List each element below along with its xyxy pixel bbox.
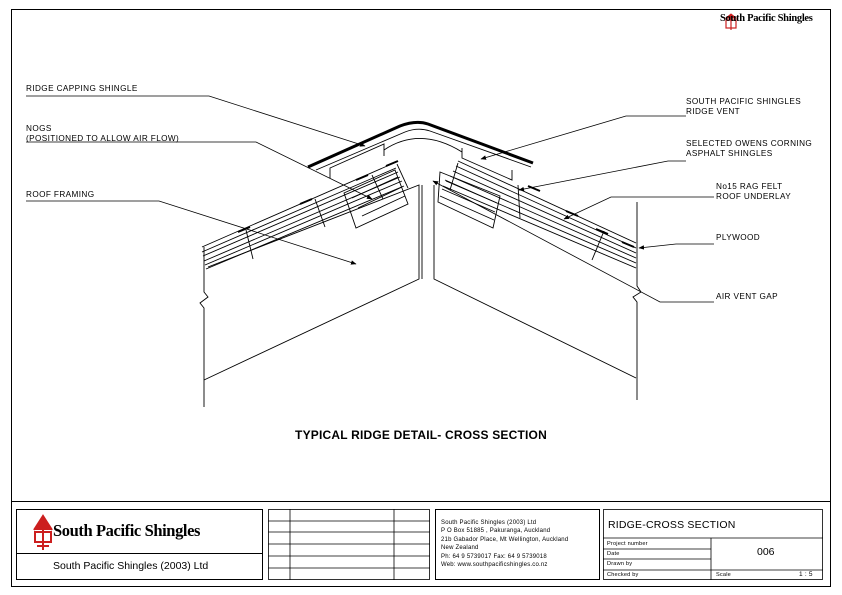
label-asphalt-shingles: SELECTED OWENS CORNING ASPHALT SHINGLES	[686, 139, 812, 159]
label-roof-framing: ROOF FRAMING	[26, 190, 95, 199]
scale-value: 1 : 5	[799, 571, 813, 578]
header-logo-mark	[724, 13, 738, 30]
right-rafter	[433, 185, 637, 379]
drawing-number: 006	[757, 546, 775, 558]
ridge-vent	[329, 143, 513, 181]
leader-ridge-capping	[26, 95, 366, 147]
address-line: 21b Gabador Place, Mt Wellington, Auckla…	[441, 536, 569, 543]
drawing-name: RIDGE-CROSS SECTION	[608, 519, 736, 531]
drawing-frame	[11, 9, 831, 587]
label-nogs: NOGS (POSITIONED TO ALLOW AIR FLOW)	[26, 124, 179, 144]
address-line: South Pacific Shingles (2003) Ltd	[441, 520, 537, 526]
label-felt-line2: ROOF UNDERLAY	[716, 192, 792, 201]
label-asphalt-line2: ASPHALT SHINGLES	[686, 149, 773, 158]
company-address: South Pacific Shingles (2003) Ltd P O Bo…	[441, 519, 568, 569]
label-asphalt-line1: SELECTED OWENS CORNING	[686, 139, 813, 148]
title-block	[11, 501, 831, 587]
field-drawn-by: Drawn by	[607, 561, 633, 567]
company-name: South Pacific Shingles (2003) Ltd	[53, 560, 209, 572]
right-roof-layers	[442, 160, 637, 269]
leader-asphalt	[518, 160, 686, 192]
left-nails	[245, 163, 409, 260]
address-line: New Zealand	[441, 545, 479, 552]
label-plywood: PLYWOOD	[716, 233, 761, 242]
leader-plywood	[638, 243, 714, 250]
titleblock-logo-text: South Pacific Shingles	[53, 521, 201, 540]
address-cell	[435, 509, 600, 580]
address-line: Ph: 64 9 5739017 Fax: 64 9 5739018	[441, 553, 547, 560]
titleblock-logo-mark	[33, 514, 53, 550]
address-line: P O Box 51885 , Pakuranga, Auckland	[441, 528, 551, 535]
ridge-capping-shingle	[307, 120, 534, 169]
right-nog	[437, 171, 501, 229]
titleblock-company-cell	[16, 553, 263, 580]
label-felt-line1: No15 RAG FELT	[716, 182, 783, 191]
label-ridge-vent-line1: SOUTH PACIFIC SHINGLES	[686, 97, 802, 106]
label-air-vent-gap: AIR VENT GAP	[716, 292, 778, 301]
leader-roof-framing	[26, 200, 357, 265]
left-shingle-tabs	[237, 160, 399, 233]
field-scale: Scale	[716, 572, 731, 578]
drawing-title: TYPICAL RIDGE DETAIL- CROSS SECTION	[295, 428, 547, 442]
field-date: Date	[607, 551, 620, 557]
label-nogs-line1: NOGS	[26, 124, 52, 133]
left-rafter	[203, 184, 420, 381]
address-line: Web: www.southpacificshingles.co.nz	[441, 562, 548, 569]
label-nogs-line2: (POSITIONED TO ALLOW AIR FLOW)	[26, 134, 180, 143]
label-rag-felt: No15 RAG FELT ROOF UNDERLAY	[716, 182, 791, 202]
leader-air-vent	[432, 180, 714, 303]
revision-grid	[268, 509, 430, 580]
leader-ridge-vent	[480, 115, 686, 160]
drawing-info-grid	[603, 509, 823, 580]
left-nog	[343, 169, 409, 229]
label-ridge-vent-line2: RIDGE VENT	[686, 107, 741, 116]
right-nails	[449, 162, 605, 261]
right-shingle-tabs	[527, 185, 635, 248]
right-wall	[632, 202, 642, 400]
field-project-number: Project number	[607, 541, 648, 547]
label-ridge-vent: SOUTH PACIFIC SHINGLES RIDGE VENT	[686, 97, 801, 117]
header-logo-text: South Pacific Shingles	[720, 13, 813, 24]
left-wall	[199, 247, 209, 407]
field-checked-by: Checked by	[607, 572, 639, 578]
leader-felt	[563, 196, 714, 220]
leader-nogs	[26, 141, 373, 200]
label-ridge-capping: RIDGE CAPPING SHINGLE	[26, 84, 138, 93]
